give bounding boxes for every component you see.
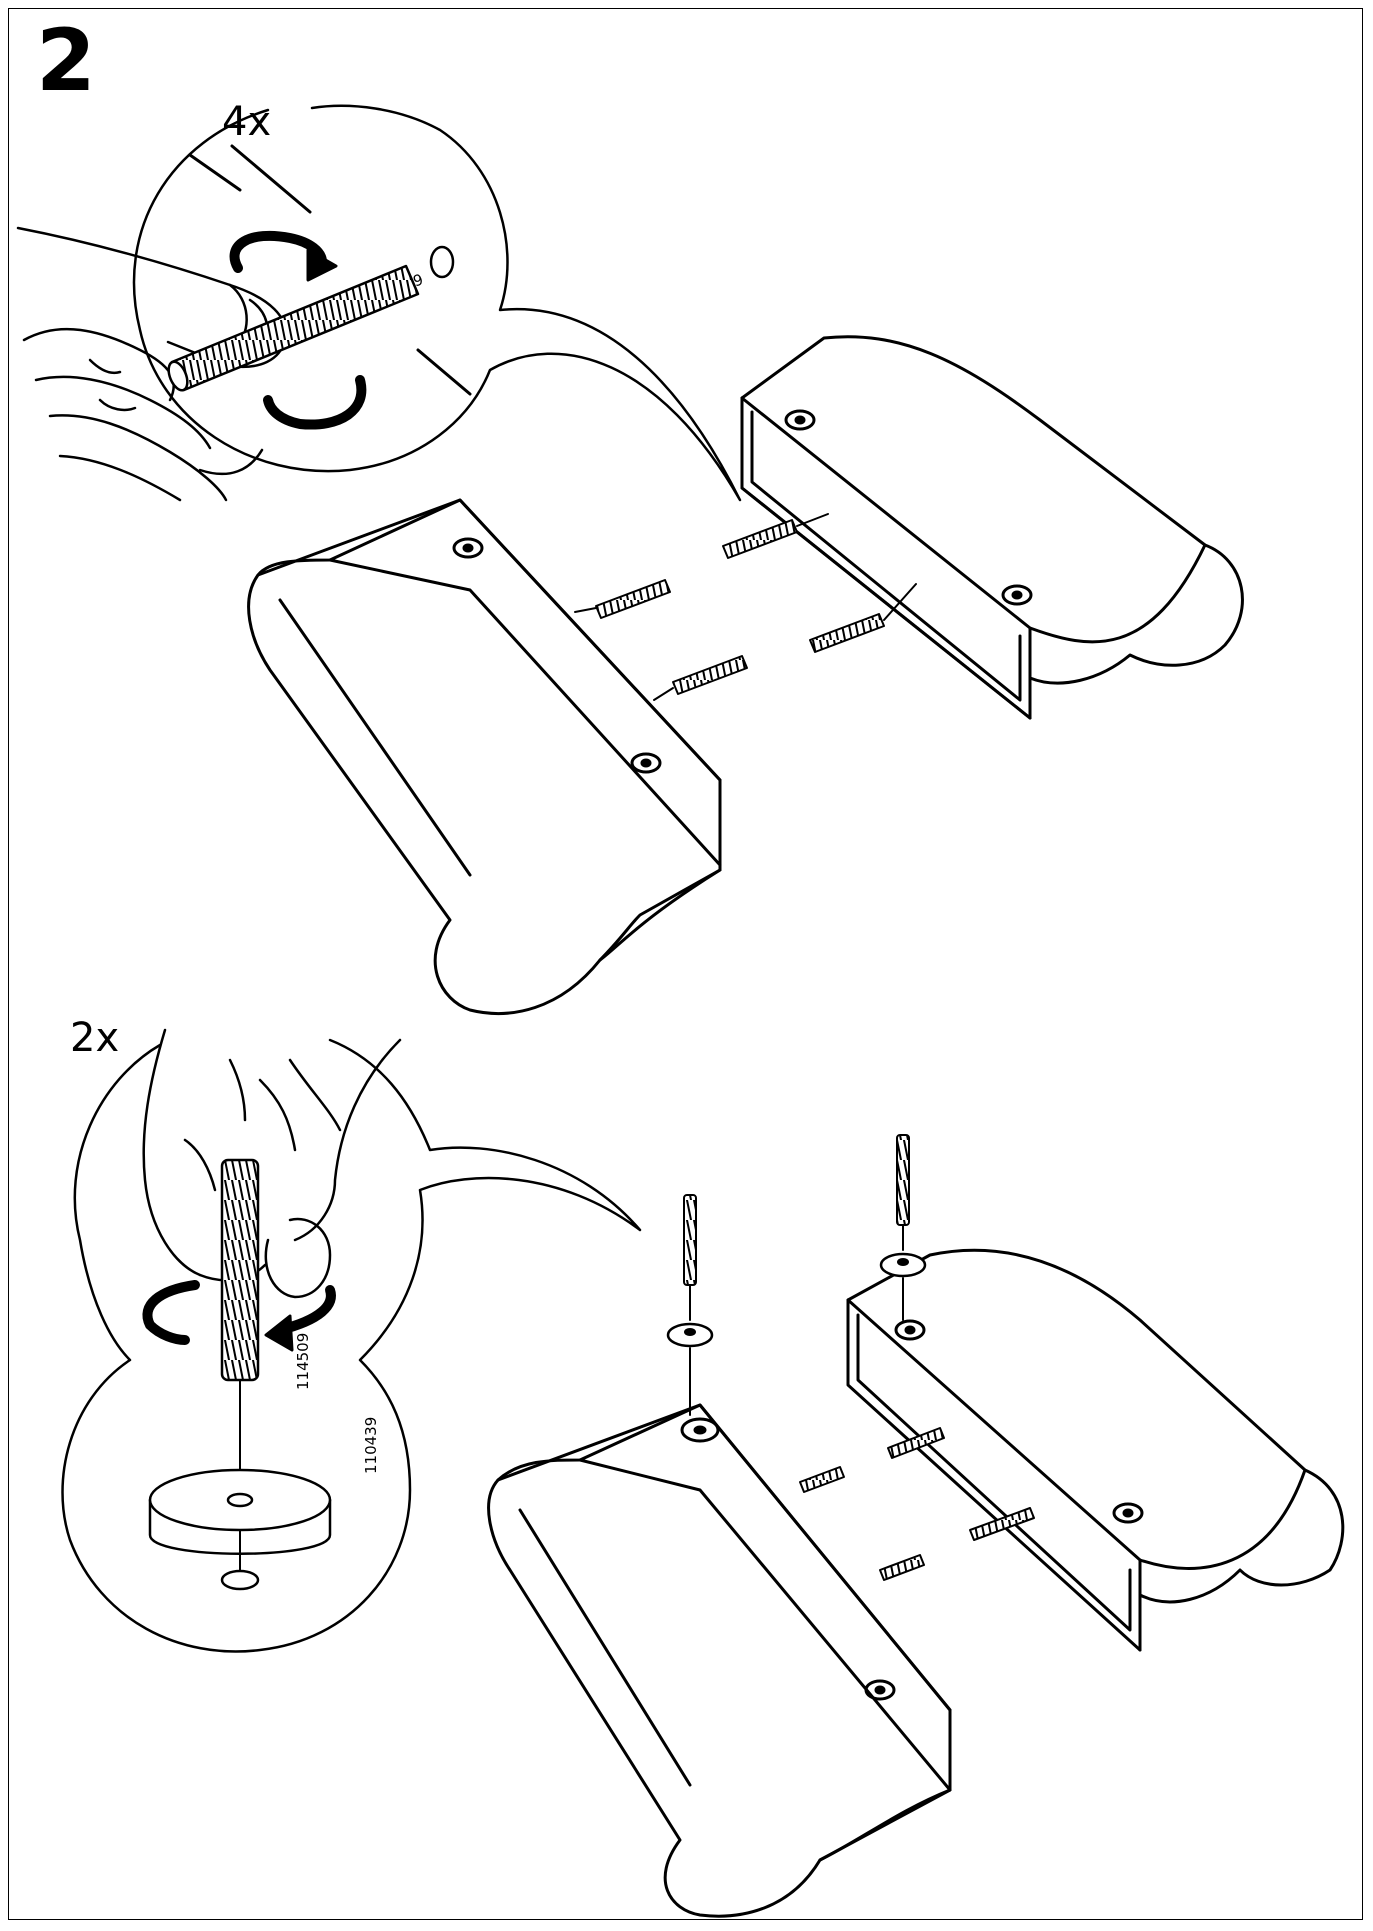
bottom-quantity-label: 2x [70, 1015, 120, 1061]
vertical-bolt-left [666, 1194, 714, 1416]
top-quantity-label: 4x [222, 99, 272, 145]
page-frame [8, 8, 1363, 1920]
vertical-bolt-right [879, 1134, 927, 1321]
armrest-block-top-left [247, 498, 722, 1015]
armrest-block-bottom-right [846, 1248, 1345, 1652]
step-number: 2 [36, 11, 96, 111]
washer-icon [148, 1468, 332, 1555]
bolt-icon-bottom [220, 1158, 260, 1591]
rotate-arrow-icon-bottom [142, 1280, 336, 1352]
armrest-block-bottom-left [487, 1403, 952, 1918]
connector-bolts-bottom [799, 1427, 1035, 1581]
bolt-icon-top [167, 245, 455, 392]
rotate-arrow-icon-top [229, 230, 367, 430]
connector-bolts-top [574, 513, 917, 701]
top-detail-bubble [132, 104, 742, 502]
bottom-detail-bubble [61, 1038, 642, 1653]
armrest-block-top-right [740, 335, 1244, 720]
hand-icon-bottom [142, 1028, 402, 1299]
